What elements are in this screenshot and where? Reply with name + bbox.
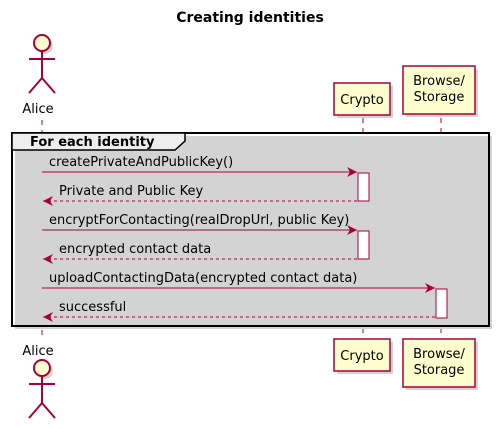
- participant-storage-bottom-line2: Storage: [414, 363, 465, 378]
- participant-storage-bottom-line1: Browse/: [413, 347, 465, 362]
- actor-alice-bottom-label: Alice: [22, 344, 53, 359]
- participant-crypto-bottom: [333, 338, 391, 372]
- actor-alice-top-label: Alice: [22, 102, 53, 117]
- message-label-5: uploadContactingData(encrypted contact d…: [49, 271, 357, 286]
- participant-storage-bottom: [402, 338, 476, 388]
- loop-fragment-label: For each identity: [30, 135, 155, 150]
- message-label-3: encryptForContacting(realDropUrl, public…: [49, 213, 349, 228]
- message-label-4: encrypted contact data: [59, 242, 211, 257]
- actor-alice-top: [28, 34, 56, 94]
- loop-fragment-header: [11, 132, 186, 151]
- message-label-1: createPrivateAndPublicKey(): [49, 155, 233, 170]
- participant-crypto-bottom-label: Crypto: [340, 349, 383, 364]
- participant-storage-top-line2: Storage: [414, 90, 465, 105]
- message-label-6: successful: [59, 300, 126, 315]
- actor-alice-bottom: [28, 359, 56, 419]
- activation-storage: [435, 288, 448, 319]
- participant-storage-top-line1: Browse/: [413, 74, 465, 89]
- message-label-2: Private and Public Key: [59, 184, 204, 199]
- diagram-title: Creating identities: [176, 10, 324, 26]
- loop-fragment: [11, 132, 490, 327]
- participant-crypto-top: [333, 82, 391, 116]
- activation-crypto-1: [357, 172, 370, 202]
- activation-crypto-2: [357, 230, 370, 260]
- participant-storage-top: [402, 65, 476, 115]
- participant-crypto-top-label: Crypto: [340, 93, 383, 108]
